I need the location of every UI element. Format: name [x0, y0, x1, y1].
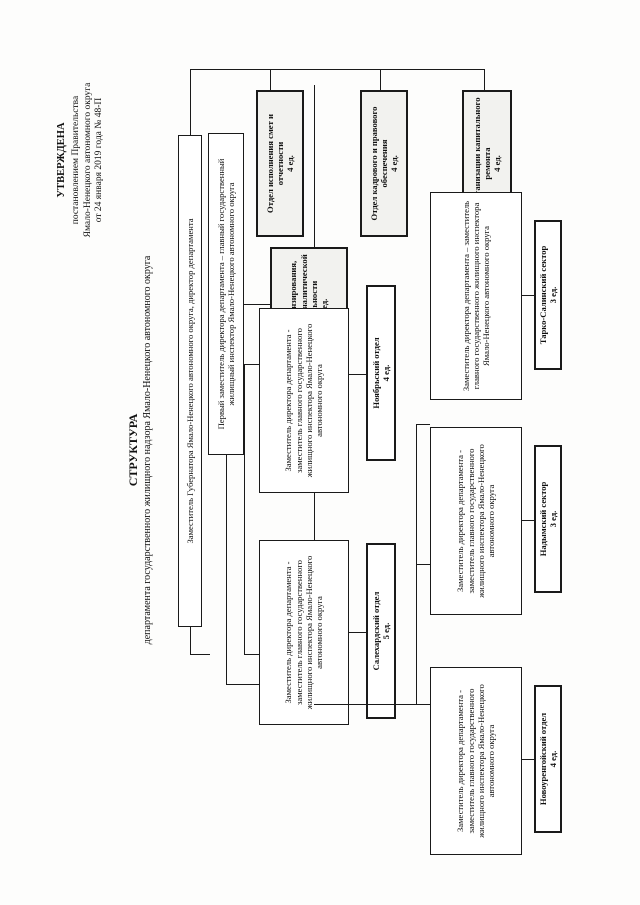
box-deputy-nadym: Заместитель директора департамента - зам…: [430, 427, 522, 615]
box-nadym: Надымский сектор 3 ед.: [534, 445, 562, 593]
approval-title: УТВЕРЖДЕНА: [56, 122, 67, 198]
structure-subtitle: департамента государственного жилищного …: [142, 255, 154, 645]
connector-line: [190, 653, 210, 655]
connector-line: [522, 758, 534, 760]
box-director: Заместитель Губернатора Ямало-Ненецкого …: [178, 135, 202, 627]
connector-line: [349, 631, 366, 633]
box-salekhard: Салехардский отдел 5 ед.: [366, 543, 396, 719]
connector-line: [226, 455, 228, 685]
connector-line: [190, 68, 485, 70]
box-novy-urengoy: Новоуренгойский отдел 4 ед.: [534, 685, 562, 833]
connector-line: [416, 563, 430, 565]
approval-block: УТВЕРЖДЕНА постановлением Правительства …: [56, 15, 105, 305]
box-deputy-noyabrsk: Заместитель директора департамента - зам…: [259, 308, 349, 493]
document-heading: СТРУКТУРА департамента государственного …: [126, 195, 154, 705]
box-deputy-salekhard: Заместитель директора департамента - зам…: [259, 540, 349, 725]
connector-line: [416, 703, 430, 705]
box-tarko-sale: Тарко-Салинский сектор 3 ед.: [534, 220, 562, 370]
connector-line: [522, 519, 534, 521]
connector-line: [349, 373, 366, 375]
structure-title: СТРУКТУРА: [126, 413, 140, 487]
connector-line: [522, 294, 534, 296]
connector-line: [244, 363, 259, 365]
connector-line: [244, 303, 270, 305]
connector-line: [484, 69, 486, 90]
approval-line-1: постановлением Правительства: [71, 95, 82, 225]
connector-line: [244, 365, 246, 655]
box-first-deputy: Первый заместитель директора департамент…: [208, 133, 244, 455]
box-noyabrsk: Ноябрьский отдел 4 ед.: [366, 285, 396, 461]
box-dept-estimates: Отдел исполнения смет и отчетности 4 ед.: [256, 90, 304, 237]
connector-line: [244, 653, 259, 655]
connector-line: [190, 70, 192, 135]
connector-line: [314, 703, 416, 705]
connector-line: [416, 425, 418, 705]
connector-line: [380, 69, 382, 90]
connector-line: [270, 69, 272, 90]
box-dept-personnel: Отдел кадрового и правового обеспечения …: [360, 90, 408, 237]
box-deputy-novy-urengoy: Заместитель директора департамента - зам…: [430, 667, 522, 855]
connector-line: [190, 627, 192, 655]
box-deputy-tarko-sale: Заместитель директора департамента – зам…: [430, 192, 522, 400]
connector-line: [416, 423, 430, 425]
approval-line-3: от 24 января 2019 года № 48-П: [93, 97, 104, 223]
approval-line-2: Ямало-Ненецкого автономного округа: [82, 82, 93, 238]
